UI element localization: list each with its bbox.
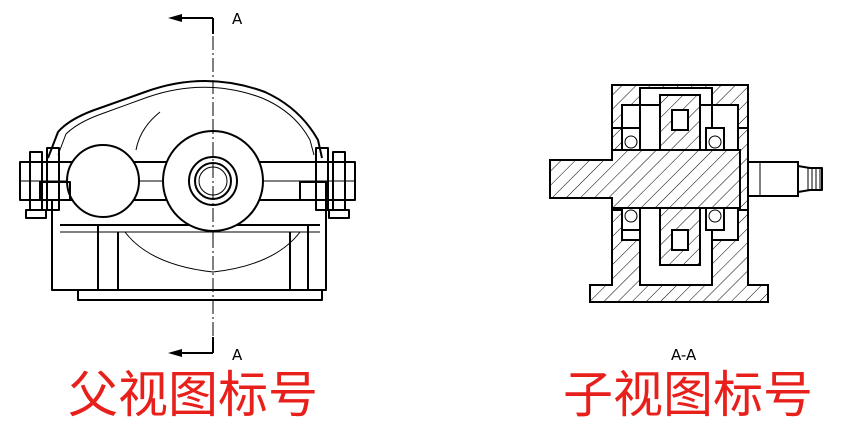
child-view-caption: 子视图标号 (563, 366, 813, 424)
input-shaft-boss (66, 144, 140, 218)
shaft (549, 149, 741, 209)
section-mark-bottom: A (232, 346, 243, 364)
flange-bolts (25, 147, 350, 219)
parent-view-caption: 父视图标号 (68, 366, 318, 424)
section-mark-top: A (232, 10, 243, 28)
lower-housing (51, 200, 327, 301)
shaft-extension (747, 161, 823, 197)
child-view: A-A 子视图标号 (549, 84, 823, 424)
section-arrow-bottom (168, 337, 214, 357)
parent-view: A A (19, 10, 356, 424)
housing-cover (47, 80, 323, 159)
bolt-heads (39, 181, 327, 201)
section-title: A-A (671, 346, 697, 364)
section-arrow-top (168, 14, 214, 34)
